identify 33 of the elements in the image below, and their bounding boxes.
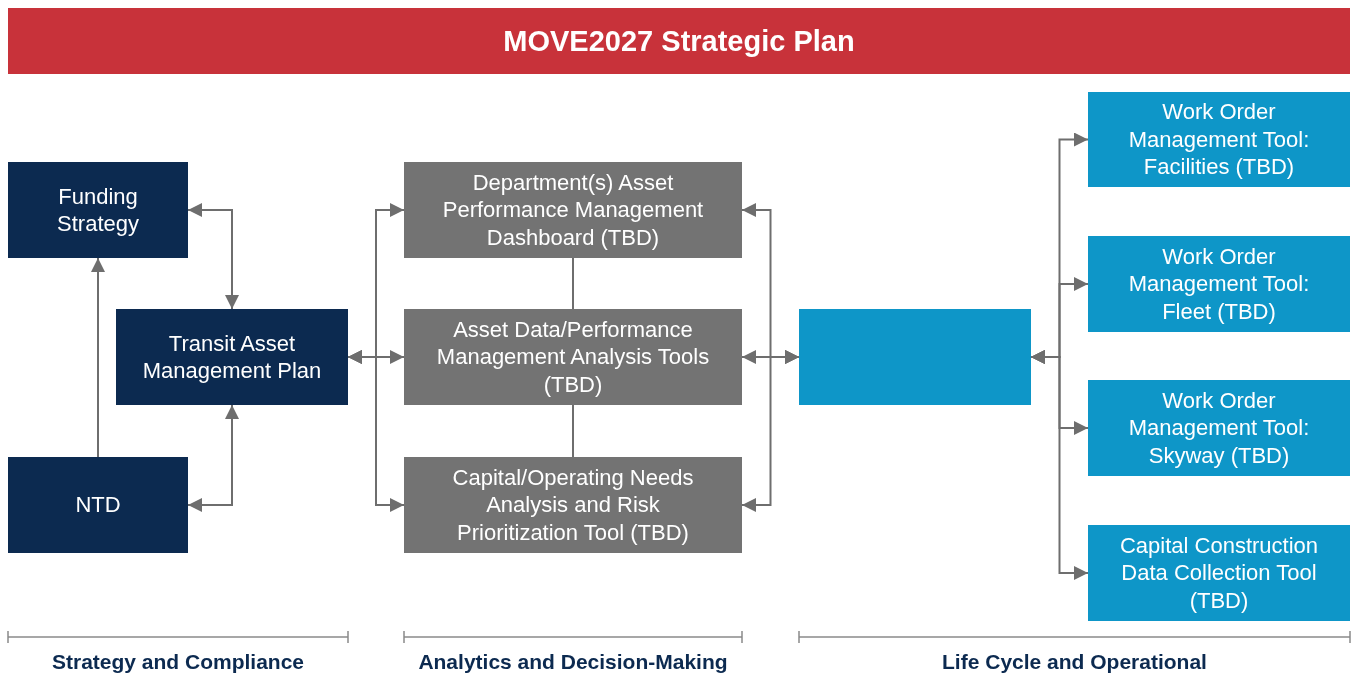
arrow	[741, 350, 800, 512]
process-box	[404, 309, 742, 405]
arrow	[187, 203, 239, 310]
empty-box	[799, 309, 1031, 405]
box-label: Transit Asset Management Plan	[141, 329, 323, 385]
title-banner: MOVE2027 Strategic Plan	[8, 8, 1350, 74]
arrow	[91, 257, 105, 458]
section-label: Analytics and Decision-Making	[417, 650, 729, 674]
process-box	[404, 457, 742, 553]
process-box	[404, 162, 742, 258]
box-label: Work Order Management Tool: Fleet (TBD)	[1127, 242, 1311, 326]
box-label: Funding Strategy	[56, 182, 140, 238]
process-box	[1088, 92, 1350, 187]
box-label: NTD	[75, 491, 121, 519]
box-label: Work Order Management Tool: Skyway (TBD)	[1127, 386, 1311, 470]
box-label: Asset Data/Performance Management Analysis Tools (TBD)	[435, 315, 711, 399]
process-box	[1088, 380, 1350, 476]
process-box	[1088, 525, 1350, 621]
box-label: Capital Construction Data Collection Tool (TBD)	[1118, 531, 1320, 615]
box-label: Work Order Management Tool: Facilities (TBD)	[1127, 98, 1311, 181]
section-label: Life Cycle and Operational	[941, 650, 1208, 674]
process-box	[8, 457, 188, 553]
process-box	[8, 162, 188, 258]
box-label: Capital/Operating Needs Analysis and Risk Prioritization Tool (TBD)	[451, 463, 695, 547]
arrow	[187, 404, 239, 512]
process-box	[116, 309, 348, 405]
process-box	[1088, 236, 1350, 332]
connector-line	[572, 404, 574, 458]
arrow	[347, 350, 405, 512]
arrow	[1030, 350, 1089, 580]
connector-line	[572, 257, 574, 310]
box-label: Department(s) Asset Performance Management Dashboard (TBD)	[441, 168, 705, 252]
section-label: Strategy and Compliance	[50, 650, 306, 674]
